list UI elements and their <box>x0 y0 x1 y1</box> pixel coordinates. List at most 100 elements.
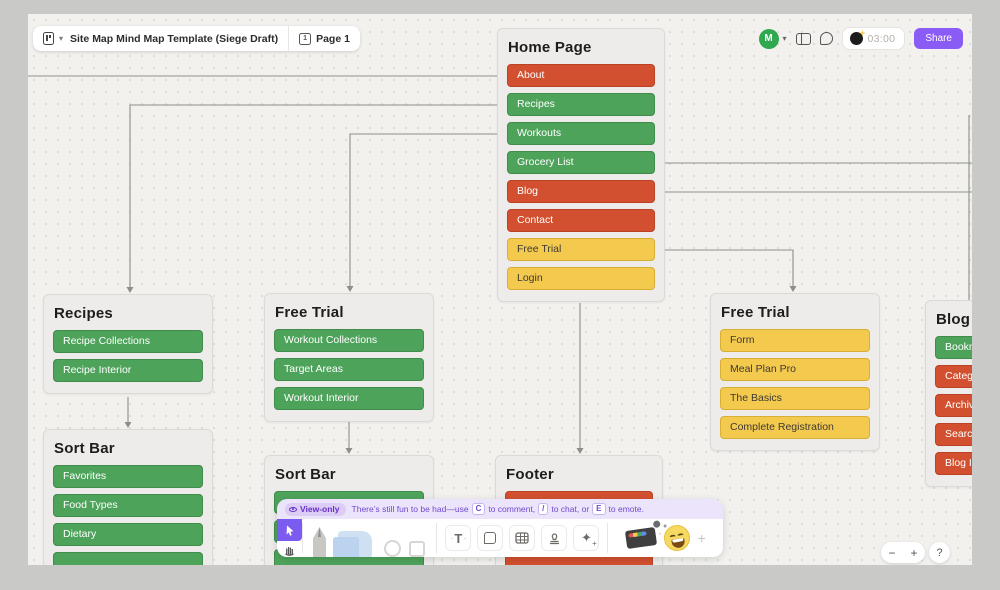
frame-icon <box>484 532 497 544</box>
divider <box>288 26 290 51</box>
node-item[interactable] <box>53 552 203 565</box>
node-item[interactable]: Blog Int <box>935 452 972 475</box>
banner-text: to comment, <box>488 504 536 514</box>
help-button[interactable]: ? <box>929 542 950 563</box>
stamp-tool-button[interactable] <box>541 525 568 551</box>
node-item[interactable]: Workout Collections <box>274 329 424 352</box>
node-item[interactable]: Recipes <box>507 93 655 116</box>
chat-bubble-icon[interactable] <box>819 32 833 45</box>
arrowhead-icon <box>345 448 353 454</box>
node-item[interactable]: Contact <box>507 209 655 232</box>
dot: · <box>463 533 467 543</box>
node-item[interactable]: Form <box>720 329 870 352</box>
node-item[interactable]: Favorites <box>53 465 203 488</box>
node-item[interactable]: Catego <box>935 365 972 388</box>
zoom-out-button[interactable]: − <box>888 545 896 560</box>
sticker-sheet-tool[interactable] <box>624 527 657 549</box>
card-title: Sort Bar <box>275 466 336 483</box>
table-icon <box>515 532 530 544</box>
arrowhead-icon <box>789 286 797 292</box>
laughing-emoji-sticker[interactable] <box>661 522 692 554</box>
banner-text: to emote. <box>608 504 644 514</box>
tool-bar: · T · ✦ <box>277 519 723 557</box>
node-item[interactable]: Grocery List <box>507 151 655 174</box>
timer-icon <box>849 32 863 45</box>
node-item[interactable]: Login <box>507 267 655 290</box>
chevron-down-icon[interactable]: ▾ <box>59 34 64 43</box>
node-item[interactable]: Search <box>935 423 972 446</box>
banner-message: There’s still fun to be had—use C to com… <box>352 503 644 515</box>
arrowhead-icon <box>346 286 354 292</box>
sticky-note-tool[interactable] <box>333 531 372 557</box>
file-title: Site Map Mind Map Template (Siege Draft) <box>70 32 279 45</box>
page-label: Page 1 <box>316 32 350 45</box>
view-only-label: View-only <box>300 504 340 514</box>
emoji-mouth <box>670 537 686 549</box>
share-button[interactable]: Share <box>914 28 963 49</box>
zoom-pill: − + <box>881 542 925 563</box>
node-item[interactable]: Archive <box>935 394 972 417</box>
stamp-icon <box>549 532 559 544</box>
page-selector[interactable]: 1 Page 1 <box>289 26 360 51</box>
node-item[interactable]: Dietary <box>53 523 203 546</box>
node-item[interactable]: Workout Interior <box>274 387 424 410</box>
node-item[interactable]: Free Trial <box>507 238 655 261</box>
zoom-controls: − + ? <box>881 542 950 563</box>
hand-icon <box>285 546 294 556</box>
card-title: Free Trial <box>275 304 344 321</box>
sparkle-icon: ✦ <box>581 530 597 548</box>
node-item[interactable]: Food Types <box>53 494 203 517</box>
magic-tool-button[interactable]: ✦ <box>573 525 600 551</box>
table-tool-button[interactable] <box>509 525 536 551</box>
node-item[interactable]: Blog <box>507 180 655 203</box>
node-item[interactable]: Target Areas <box>274 358 424 381</box>
frame-tool-button[interactable] <box>477 525 504 551</box>
node-item[interactable]: About <box>507 64 655 87</box>
file-menu-pill[interactable]: ▾ Site Map Mind Map Template (Siege Draf… <box>33 26 360 51</box>
banner-text: There’s still fun to be had—use <box>351 504 469 514</box>
minimap-icon[interactable] <box>795 32 811 45</box>
page-icon: 1 <box>299 32 312 45</box>
more-stickers-button[interactable]: + <box>697 530 706 546</box>
card-title: Free Trial <box>721 304 790 321</box>
topbar-right-cluster: M ▾ 03:00 Share <box>758 26 963 51</box>
text-tool-button[interactable]: · T · <box>445 525 472 551</box>
sticker-section: + <box>608 519 723 557</box>
draw-tools-section <box>303 519 436 557</box>
figjam-file-icon <box>43 32 54 45</box>
avatar[interactable]: M <box>758 28 779 49</box>
divider <box>436 523 438 553</box>
connector-layer <box>28 75 972 454</box>
connector-workouts-branch <box>349 133 497 290</box>
view-only-badge: View-only <box>285 502 346 516</box>
file-menu[interactable]: ▾ Site Map Mind Map Template (Siege Draf… <box>33 26 288 51</box>
arrowhead-icon <box>126 287 134 293</box>
zoom-in-button[interactable]: + <box>910 545 918 560</box>
shape-tool-circle[interactable] <box>384 540 401 557</box>
node-item[interactable]: Recipe Collections <box>53 330 203 353</box>
timer-widget[interactable]: 03:00 <box>841 27 906 50</box>
marker-tool[interactable] <box>313 527 326 557</box>
mindmap-card-blog[interactable]: BlogBookmaCategoArchiveSearchBlog Int <box>925 300 972 487</box>
select-tool-button[interactable] <box>277 519 302 541</box>
node-item[interactable]: Recipe Interior <box>53 359 203 382</box>
node-item[interactable]: Workouts <box>507 122 655 145</box>
divider <box>607 523 609 553</box>
shape-tool-square[interactable] <box>409 541 425 557</box>
node-item[interactable]: Complete Registration <box>720 416 870 439</box>
node-item[interactable]: Meal Plan Pro <box>720 358 870 381</box>
chevron-down-icon[interactable]: ▾ <box>782 34 787 43</box>
node-item[interactable]: Bookma <box>935 336 972 359</box>
node-item[interactable]: The Basics <box>720 387 870 410</box>
view-only-banner: View-only There’s still fun to be had—us… <box>277 499 723 519</box>
text-tool-icon: T <box>454 530 463 546</box>
card-title: Footer <box>506 466 554 483</box>
hand-tool-button[interactable] <box>277 541 302 557</box>
